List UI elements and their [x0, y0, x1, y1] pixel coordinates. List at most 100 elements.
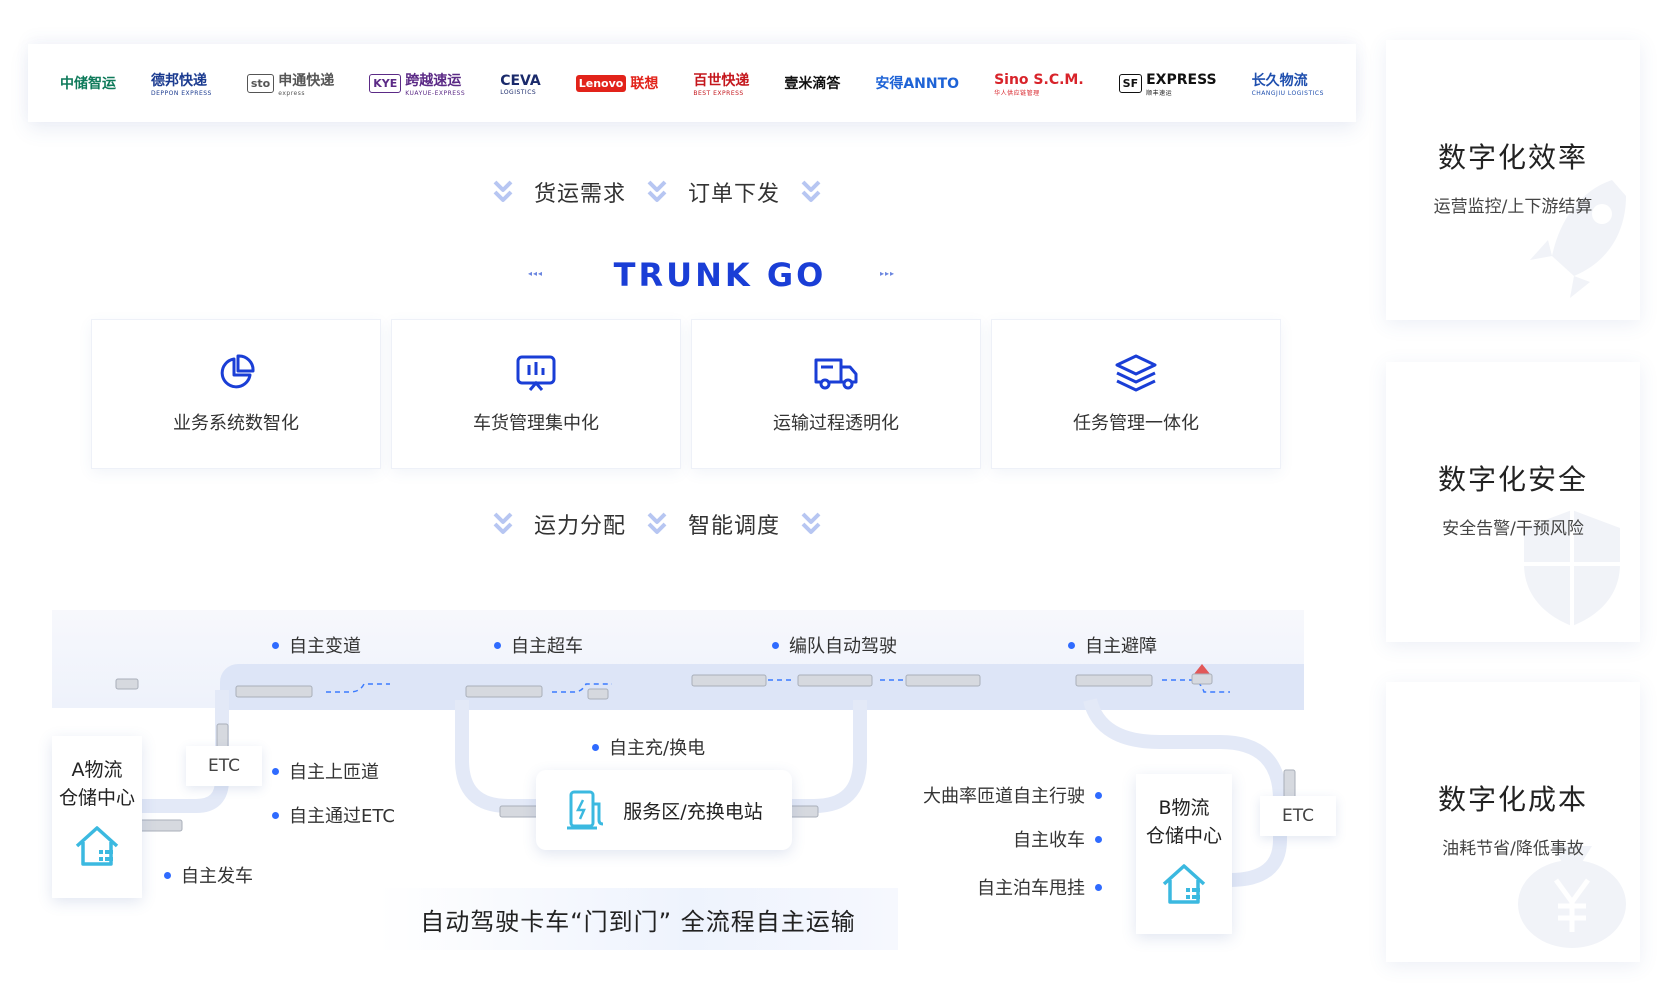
logo-text: 申通快递	[278, 72, 335, 89]
tag-on-ramp: 自主上匝道	[272, 758, 379, 784]
logo-mark: sto	[246, 73, 275, 93]
warehouse-a-label: A物流 仓储中心	[58, 759, 135, 809]
warehouse-home-icon	[75, 826, 119, 866]
panel-efficiency: 数字化效率 运营监控/上下游结算	[1386, 40, 1640, 320]
logo-text: CEVA	[500, 73, 541, 89]
panel-subtitle: 安全告警/干预风险	[1442, 519, 1584, 539]
panel-cost: 数字化成本 油耗节省/降低事故	[1386, 682, 1640, 962]
logo-subtext: BEST EXPRESS	[693, 89, 744, 97]
brand-deco-left: ◂◂◂	[528, 269, 544, 278]
monitor-chart-icon	[516, 355, 556, 391]
logo-subtext: 顺丰速运	[1146, 90, 1173, 97]
logo-subtext: express	[278, 89, 305, 97]
annto-logo-icon: 安得ANNTO	[875, 73, 959, 93]
down-arrow-icon	[492, 178, 514, 206]
service-station: 服务区/充换电站	[536, 770, 792, 850]
yen-bag-icon	[1518, 846, 1626, 948]
truck-icon	[814, 358, 858, 390]
yimi-logo-icon: 壹米滴答	[784, 73, 840, 93]
panel-title: 数字化效率	[1437, 141, 1588, 174]
tag-obstacle-avoidance: 自主避障	[1068, 632, 1157, 658]
warehouse-b-label: B物流 仓储中心	[1145, 797, 1222, 847]
panel-title: 数字化安全	[1437, 463, 1588, 496]
flow-label-demand: 货运需求	[534, 182, 627, 207]
flow-label-capacity: 运力分配	[534, 514, 627, 539]
card-business-system: 业务系统数智化	[92, 320, 380, 468]
logo-text: 百世快递	[693, 72, 750, 89]
panel-title: 数字化成本	[1437, 783, 1588, 816]
service-station-label: 服务区/充换电站	[623, 800, 763, 823]
logo-subtext: CHANGJIU LOGISTICS	[1251, 89, 1324, 97]
rocket-icon	[1530, 180, 1626, 298]
down-arrow-icon	[646, 178, 668, 206]
logo-subtext: KUAYUE-EXPRESS	[405, 89, 466, 97]
flow-label-dispatch: 智能调度	[688, 514, 781, 539]
card-label: 业务系统数智化	[173, 413, 299, 434]
brand-title: TRUNK GO	[613, 256, 827, 294]
logo-mark: KYE	[369, 73, 402, 93]
flow-row-top: 货运需求 订单下发	[492, 176, 822, 208]
card-label: 任务管理一体化	[1073, 413, 1199, 434]
card-vehicle-cargo: 车货管理集中化	[392, 320, 680, 468]
logo-text: 跨越速运	[405, 72, 462, 89]
tag-auto-parking: 自主泊车甩挂	[977, 874, 1102, 900]
logo-text: 德邦快递	[151, 72, 207, 89]
down-arrow-icon	[492, 510, 514, 538]
warehouse-home-icon	[1162, 864, 1206, 904]
warehouse-a: A物流 仓储中心	[52, 736, 142, 898]
panel-safety: 数字化安全 安全告警/干预风险	[1386, 362, 1640, 642]
ship-logo-icon: 中储智运	[60, 73, 116, 93]
flow-label-order: 订单下发	[688, 182, 781, 207]
card-label: 车货管理集中化	[473, 413, 599, 434]
down-arrow-icon	[646, 510, 668, 538]
logo-text: EXPRESS	[1146, 72, 1217, 88]
card-task-management: 任务管理一体化	[992, 320, 1280, 468]
logo-text: 中储智运	[60, 76, 116, 92]
panel-subtitle: 油耗节省/降低事故	[1442, 839, 1584, 859]
flow-row-middle: 运力分配 智能调度	[492, 508, 822, 540]
brand-deco-right: ▸▸▸	[880, 269, 896, 278]
tag-departure: 自主发车	[164, 862, 253, 888]
down-arrow-icon	[800, 510, 822, 538]
charging-station-icon	[567, 790, 604, 830]
card-transport-process: 运输过程透明化	[692, 320, 980, 468]
logo-mark: Lenovo	[575, 74, 627, 92]
logo-text: 联想	[630, 76, 659, 92]
highway-band	[220, 664, 1304, 710]
logo-text: 安得ANNTO	[875, 76, 960, 92]
tag-vehicle-return: 自主收车	[1013, 826, 1102, 852]
logo-text: 壹米滴答	[784, 76, 841, 92]
tag-overtake: 自主超车	[494, 632, 583, 658]
tag-charge-swap: 自主充/换电	[592, 734, 705, 760]
logo-text: Sino S.C.M.	[994, 72, 1084, 88]
etc-gate-left: ETC	[186, 746, 262, 786]
logo-text: 长久物流	[1251, 72, 1308, 89]
route-caption: 自动驾驶卡车“门到门” 全流程自主运输	[378, 888, 898, 950]
logo-subtext: 华人供应链管理	[994, 90, 1040, 97]
down-arrow-icon	[800, 178, 822, 206]
etc-gate-right: ETC	[1260, 796, 1336, 836]
panel-subtitle: 运营监控/上下游结算	[1433, 197, 1593, 217]
tag-pass-etc: 自主通过ETC	[272, 802, 395, 828]
layers-icon	[1115, 354, 1157, 392]
pie-chart-icon	[220, 354, 255, 389]
warehouse-b: B物流 仓储中心	[1136, 774, 1232, 934]
shield-icon	[1524, 510, 1620, 626]
tag-platooning: 编队自动驾驶	[772, 632, 897, 658]
card-label: 运输过程透明化	[773, 413, 899, 434]
logo-subtext: DEPPON EXPRESS	[151, 89, 212, 97]
logo-subtext: LOGISTICS	[500, 89, 537, 96]
tag-curved-ramp: 大曲率匝道自主行驶	[923, 782, 1102, 808]
tag-lane-change: 自主变道	[272, 632, 361, 658]
